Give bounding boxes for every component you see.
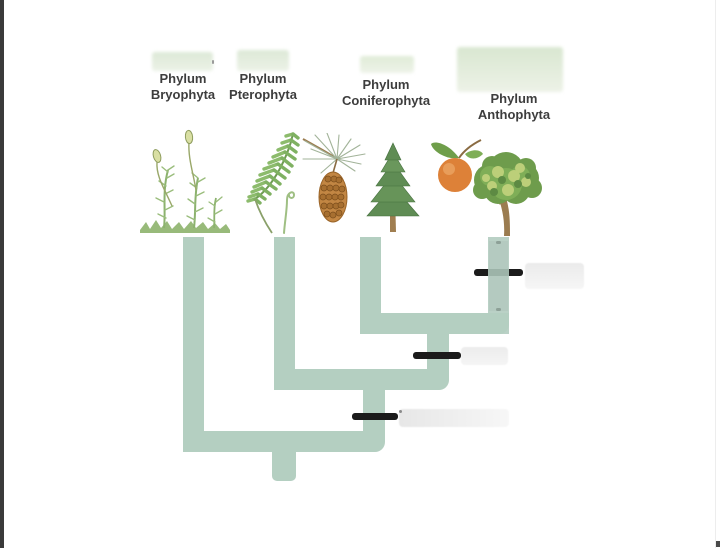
label-line: Anthophyta	[477, 107, 551, 122]
hidden-term-box-coniferophyta[interactable]	[360, 56, 414, 73]
clade-bar-conifer-anthophyta	[360, 313, 509, 334]
hidden-term-box-anthophyta[interactable]	[457, 47, 563, 92]
left-edge-bar	[0, 0, 4, 548]
label-line: Bryophyta	[150, 87, 216, 102]
label-phylum-pterophyta: Phylum Pterophyta	[207, 71, 319, 103]
label-phylum-bryophyta: Phylum Bryophyta	[127, 71, 239, 103]
overlay-handle	[496, 308, 501, 311]
hidden-trait-box-anthophyta[interactable]	[525, 263, 584, 289]
branch-pterophyta	[274, 237, 295, 390]
flowering-tree-illustration-icon	[473, 152, 542, 236]
trait-dash-conifer-anthophyta-clade	[413, 352, 461, 359]
stem-fern-clade	[363, 388, 385, 436]
corner-mark	[716, 541, 720, 547]
clade-bar-fern-clade	[274, 369, 449, 390]
trait-dash-fern-clade	[352, 413, 398, 420]
moss-illustration-icon	[140, 129, 230, 233]
label-line: Phylum	[239, 71, 287, 86]
clade-bar-all-plants	[183, 431, 385, 452]
label-line: Coniferophyta	[341, 93, 431, 108]
stray-mark-comma	[212, 60, 214, 64]
label-phylum-anthophyta: Phylum Anthophyta	[458, 91, 570, 123]
root-stem	[272, 450, 296, 481]
overlay-handle	[496, 241, 501, 244]
branch-bryophyta	[183, 237, 204, 452]
stray-mark	[399, 410, 402, 413]
fern-illustration-icon	[246, 132, 300, 234]
label-line: Pterophyta	[229, 87, 297, 102]
hidden-term-box-bryophyta[interactable]	[152, 52, 213, 71]
conifer-tree-illustration-icon	[366, 142, 420, 232]
label-line: Phylum	[490, 91, 538, 106]
branch-highlight-overlay	[489, 241, 508, 311]
label-line: Phylum	[159, 71, 207, 86]
hidden-trait-box-conifer-anthophyta-clade[interactable]	[461, 347, 508, 365]
hidden-term-box-pterophyta[interactable]	[237, 50, 289, 71]
right-edge-line	[715, 0, 716, 548]
label-line: Phylum	[362, 77, 410, 92]
label-phylum-coniferophyta: Phylum Coniferophyta	[330, 77, 442, 109]
pine-branch-and-cone-illustration-icon	[302, 133, 366, 223]
orange-fruit-illustration-icon	[431, 139, 483, 192]
branch-coniferophyta	[360, 237, 381, 334]
hidden-trait-box-fern-clade[interactable]	[399, 409, 509, 427]
branch-anthophyta	[488, 237, 509, 334]
